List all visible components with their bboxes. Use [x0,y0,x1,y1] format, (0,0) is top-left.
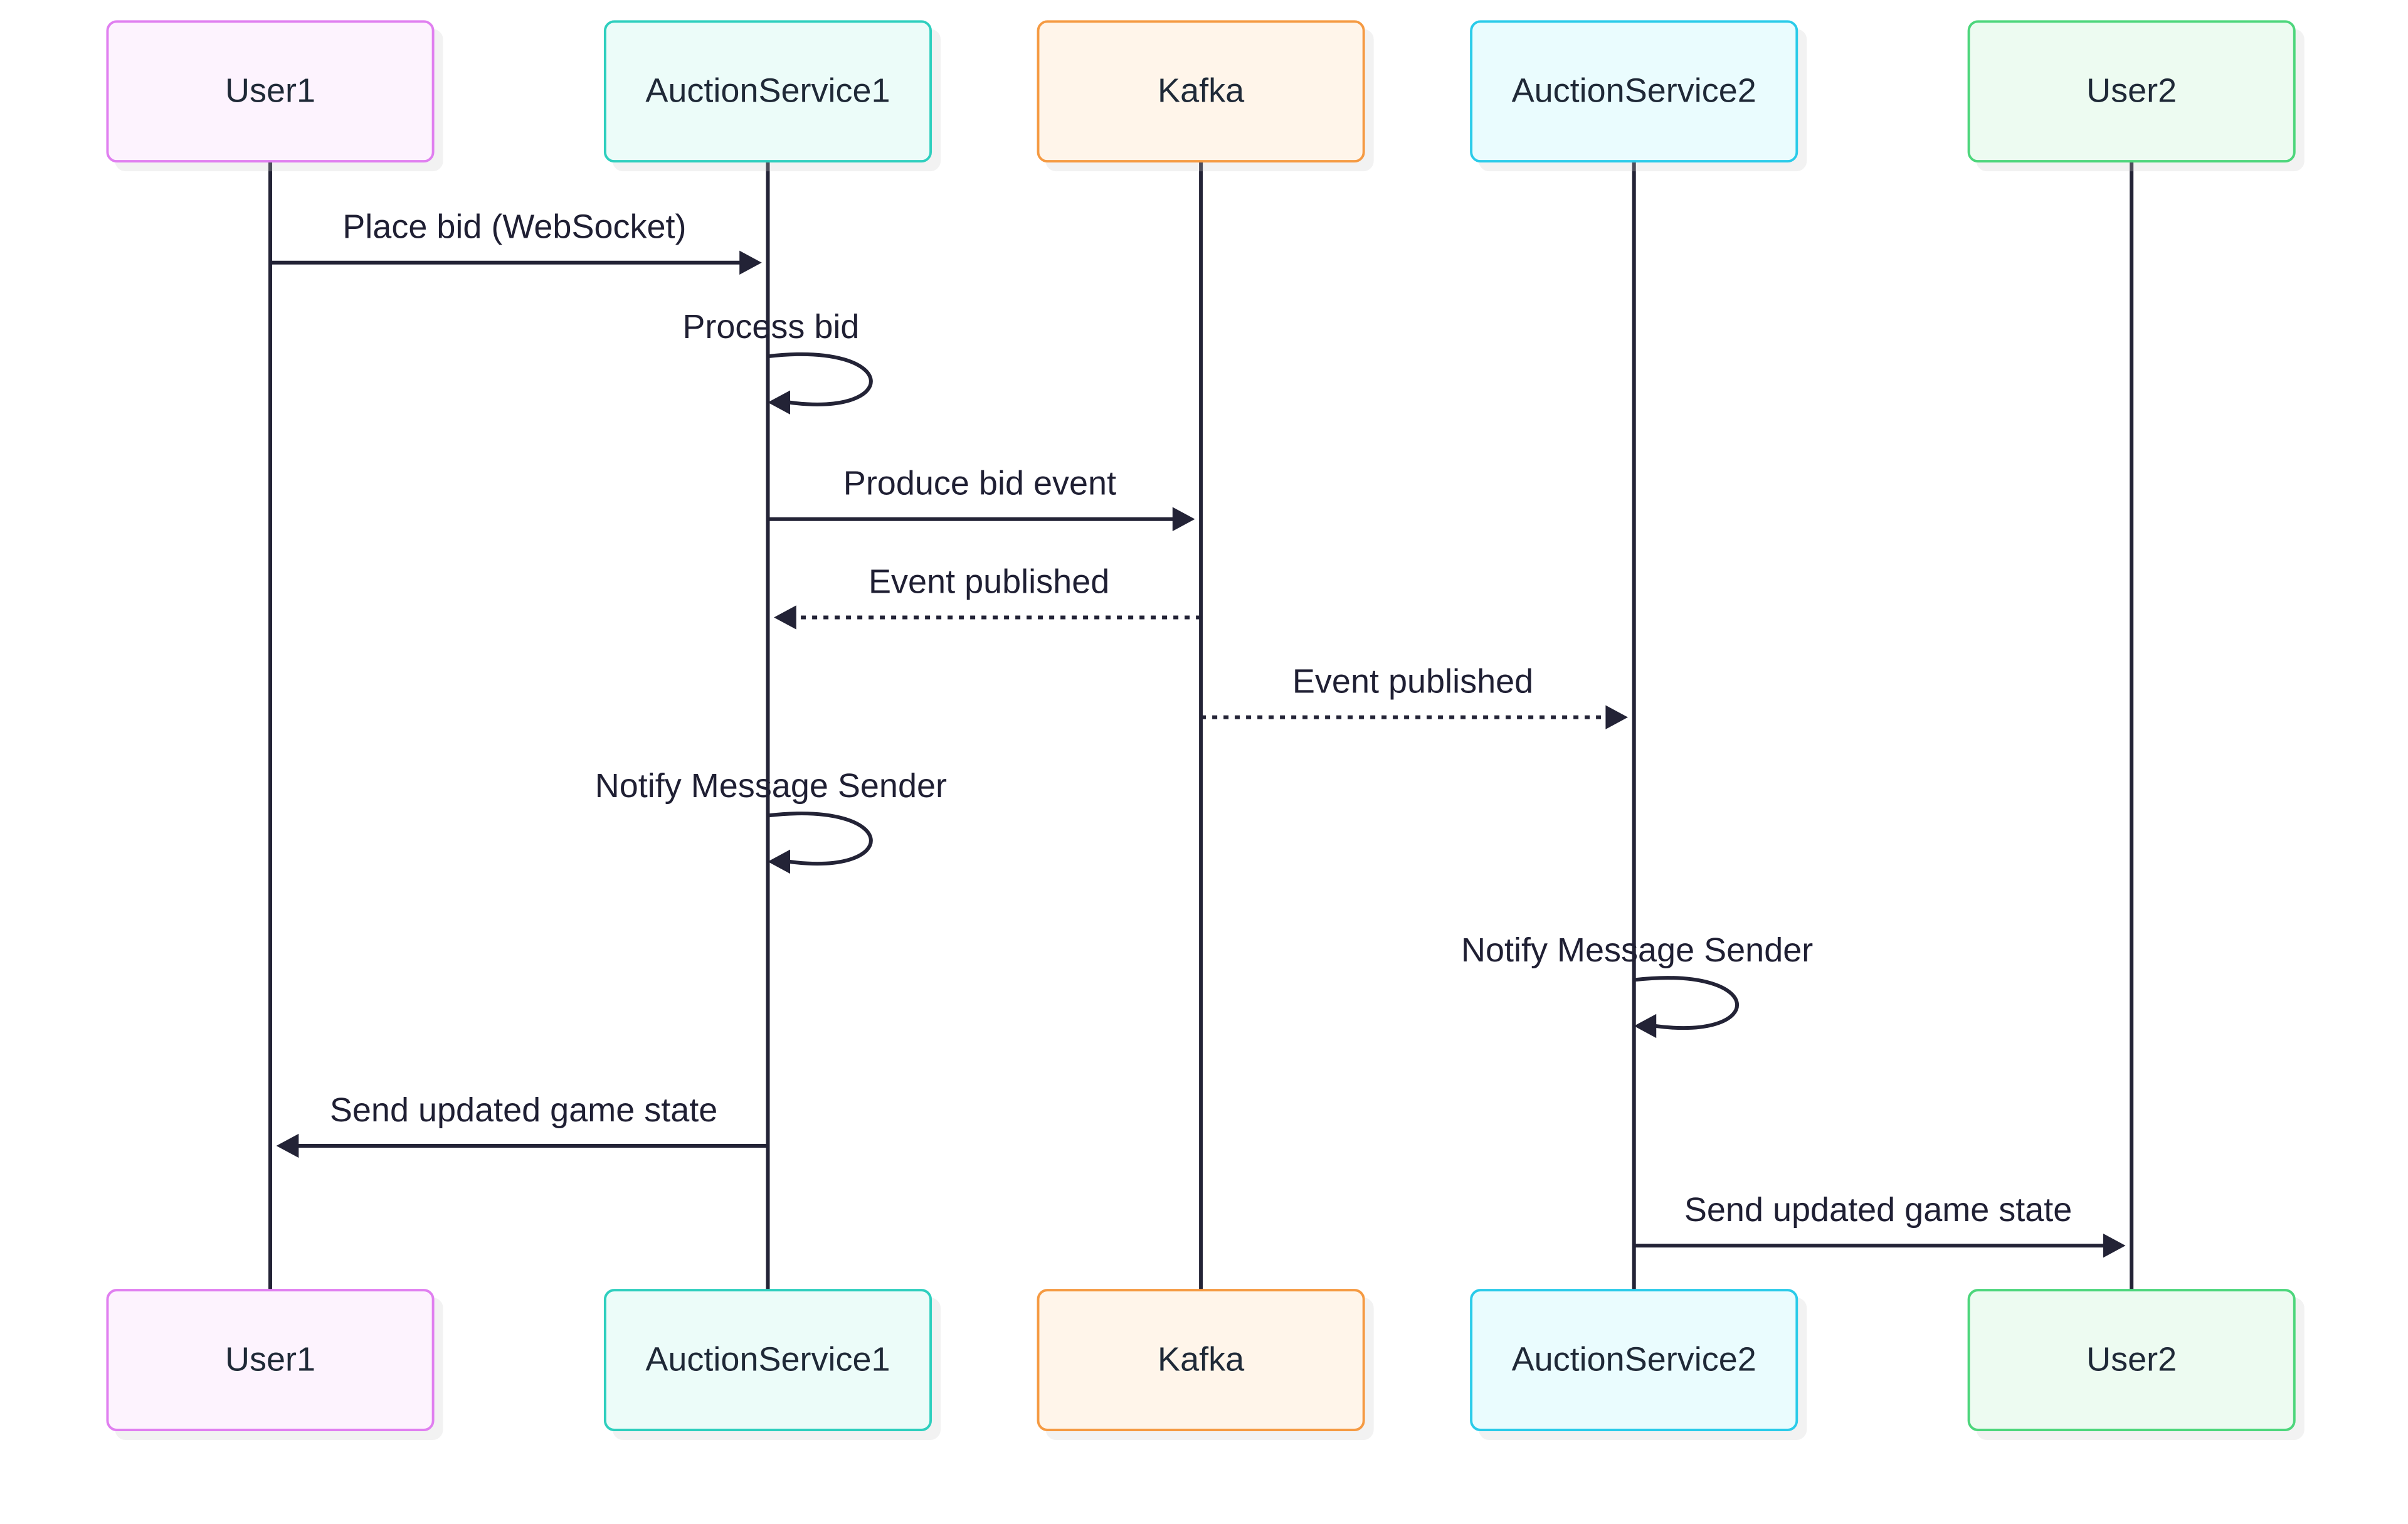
participant-user1-bottom: User1 [106,1289,435,1431]
arrowhead [2103,1233,2126,1258]
participant-box [106,1289,435,1431]
self-loop-line [768,352,873,406]
participant-label: AuctionService2 [1512,1340,1756,1378]
participants-bottom: User1 AuctionService1 Kafka AuctionService2… [106,1289,2296,1431]
participant-box [106,20,435,163]
participant-box [1470,20,1798,163]
arrowhead [276,1133,299,1158]
participant-auction2-bottom: AuctionService2 [1470,1289,1798,1431]
participant-label: User2 [2086,71,2177,109]
message-2: Process bid [682,308,873,415]
participant-label: User1 [225,71,315,109]
participant-label: Kafka [1158,1340,1245,1378]
participant-label: Kafka [1158,71,1245,109]
arrowhead [1172,507,1195,531]
participant-label: AuctionService1 [645,71,890,109]
participant-label: User2 [2086,1340,2177,1378]
participant-box [1470,1289,1798,1431]
message-label: Place bid (WebSocket) [342,208,686,246]
participant-kafka-top: Kafka [1037,20,1365,163]
arrowhead [774,605,796,630]
message-label: Notify Message Sender [595,767,947,805]
participant-box [1037,20,1365,163]
message-7: Notify Message Sender [1461,931,1813,1039]
participant-auction2-top: AuctionService2 [1470,20,1798,163]
message-label: Produce bid event [843,465,1116,502]
message-3: Produce bid event [768,465,1195,531]
message-label: Process bid [682,308,859,346]
participant-kafka-bottom: Kafka [1037,1289,1365,1431]
message-5: Event published [1201,662,1629,729]
participant-user1-top: User1 [106,20,435,163]
self-loop-line [1634,976,1740,1030]
participant-box [603,20,932,163]
arrowhead [739,250,762,275]
participant-box [1037,1289,1365,1431]
participant-auction1-bottom: AuctionService1 [603,1289,932,1431]
message-1: Place bid (WebSocket) [270,208,762,275]
participant-label: AuctionService2 [1512,71,1756,109]
message-label: Send updated game state [330,1091,717,1129]
participants-top: User1 AuctionService1 Kafka AuctionService2… [106,20,2296,163]
arrowhead [768,390,791,415]
arrowhead [768,849,791,874]
participant-auction1-top: AuctionService1 [603,20,932,163]
participant-box [1967,20,2296,163]
self-loop-line [768,812,873,866]
participant-label: User1 [225,1340,315,1378]
participant-box [603,1289,932,1431]
message-label: Send updated game state [1684,1191,2072,1229]
participant-box [1967,1289,2296,1431]
message-9: Send updated game state [1634,1191,2126,1258]
participant-user2-top: User2 [1967,20,2296,163]
message-6: Notify Message Sender [595,767,947,874]
lifelines [268,161,2134,1291]
message-label: Notify Message Sender [1461,931,1813,969]
arrowhead [1634,1013,1657,1039]
message-4: Event published [774,563,1201,630]
message-8: Send updated game state [276,1091,768,1158]
participant-label: AuctionService1 [645,1340,890,1378]
messages: Place bid (WebSocket) Process bidProduce … [270,208,2126,1258]
participant-user2-bottom: User2 [1967,1289,2296,1431]
message-label: Event published [1292,662,1533,700]
arrowhead [1605,705,1629,729]
message-label: Event published [869,563,1109,600]
